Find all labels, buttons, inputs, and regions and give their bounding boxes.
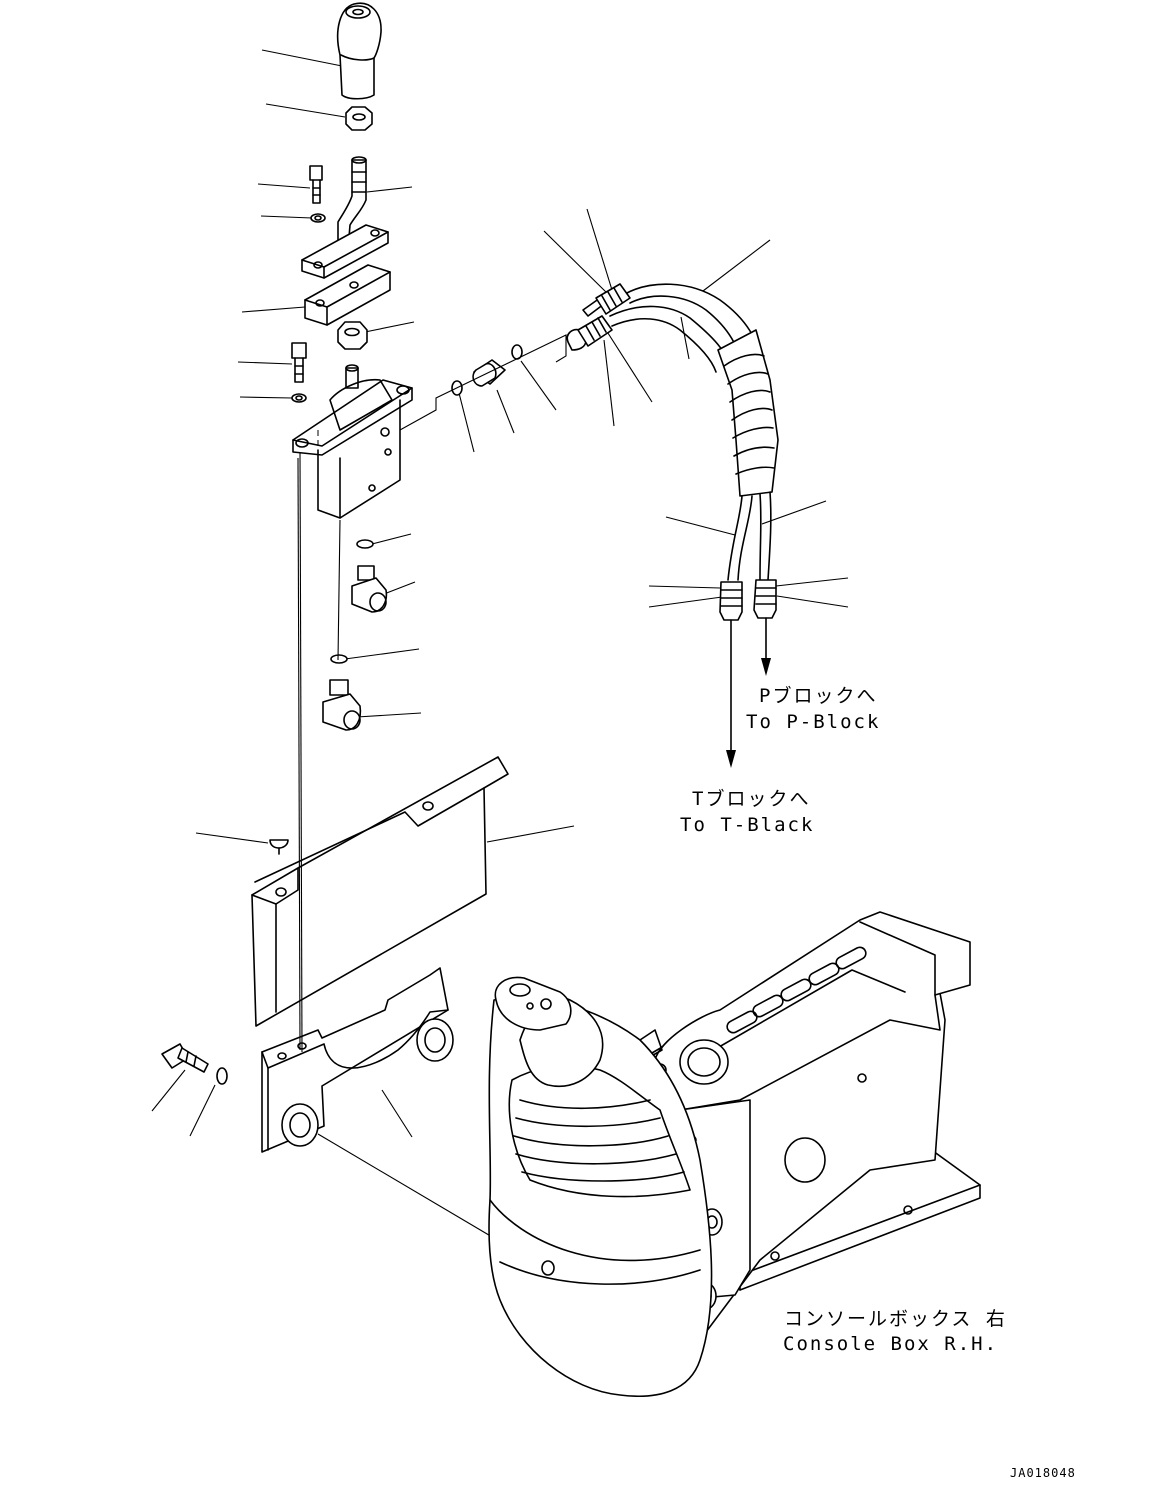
- leader-lines: [151, 49, 849, 1138]
- p-block-label-en: To P-Block: [746, 711, 881, 733]
- bolt-upper: [309, 165, 323, 204]
- lever-plate: [301, 224, 389, 279]
- mounting-bracket: [261, 967, 454, 1153]
- console-box-label-en: Console Box R.H.: [783, 1333, 999, 1355]
- valve-nut: [337, 321, 368, 350]
- lever-knob: [336, 2, 382, 100]
- o-ring-2: [330, 654, 348, 664]
- console-box-label-jp: コンソールボックス 右: [784, 1308, 1007, 1330]
- screw: [269, 839, 289, 855]
- washer-lower: [291, 393, 307, 403]
- straight-adapter: [472, 359, 506, 387]
- pilot-valve: [292, 364, 413, 519]
- lever-nut: [345, 106, 373, 131]
- t-block-label-jp: Tブロックへ: [692, 788, 811, 810]
- elbow-fitting-2: [322, 679, 362, 731]
- arrow-to-t-block: [726, 619, 736, 768]
- o-ring-1: [356, 539, 374, 549]
- hose-assembly: [566, 283, 779, 621]
- p-block-label-jp: Pブロックへ: [759, 685, 878, 707]
- bolt-lower: [291, 342, 307, 383]
- bracket-bolt: [161, 1043, 209, 1073]
- arrow-to-p-block: [761, 617, 771, 676]
- t-block-label-en: To T-Black: [680, 814, 815, 836]
- drawing-code: JA018048: [1010, 1466, 1076, 1480]
- elbow-fitting-1: [351, 565, 388, 613]
- washer-upper: [310, 213, 326, 223]
- cover-plate: [251, 756, 509, 1027]
- spacer-block: [304, 264, 391, 326]
- bracket-washer: [216, 1067, 228, 1085]
- console-box: [488, 911, 981, 1398]
